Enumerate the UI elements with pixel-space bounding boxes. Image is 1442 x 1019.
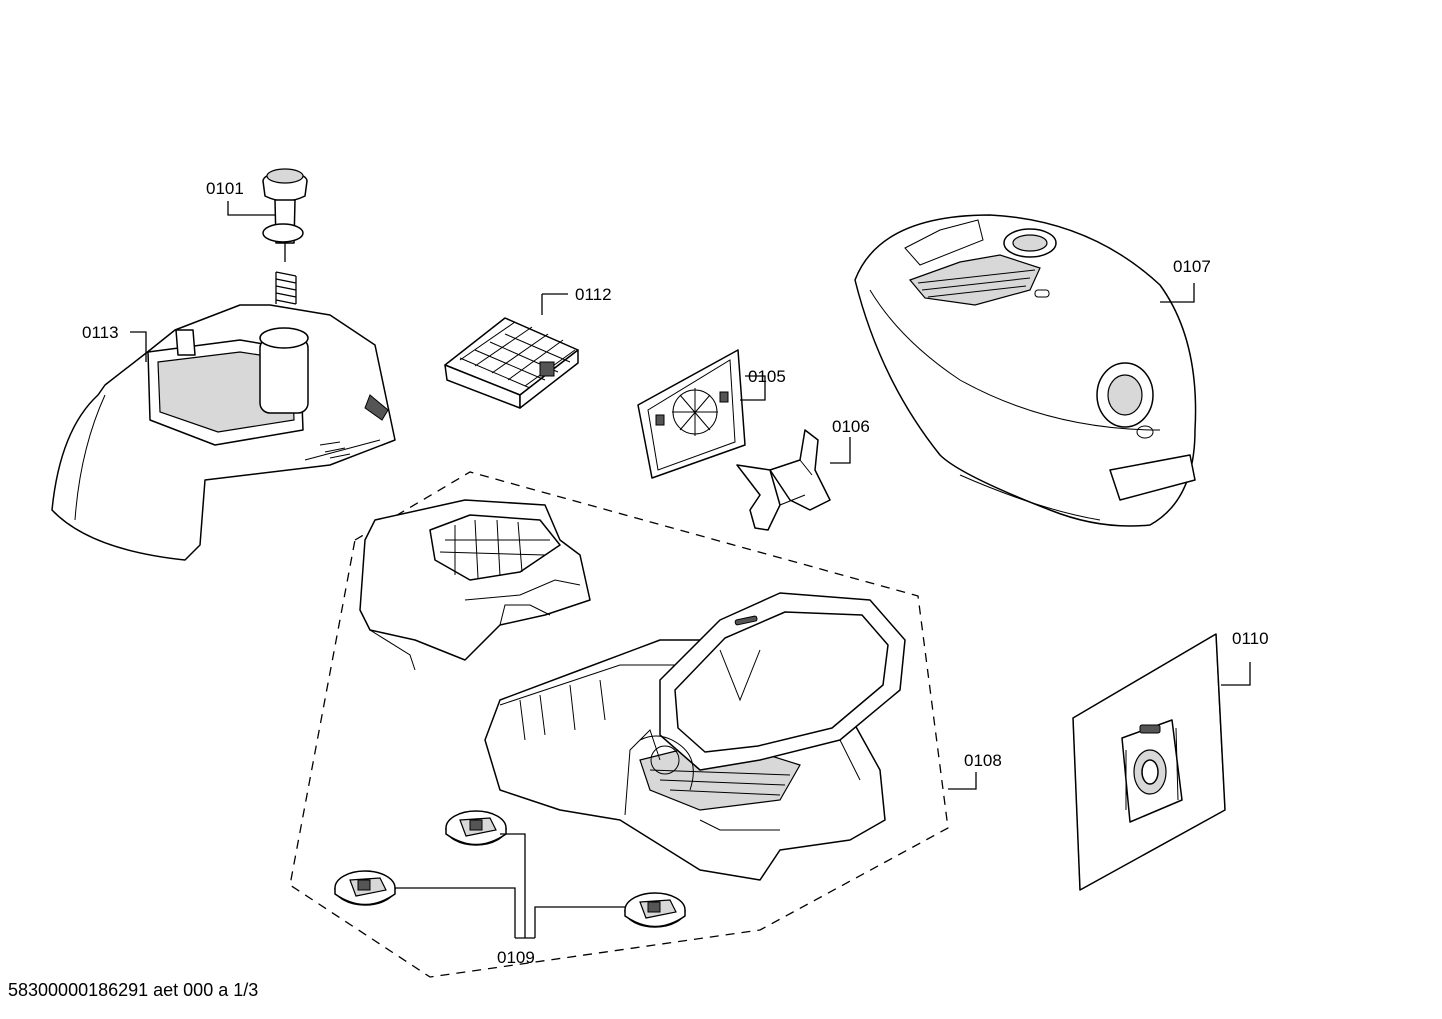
part-0109-foot-2[interactable] xyxy=(334,870,396,906)
drawing-code: 58300000186291 aet 000 a 1/3 xyxy=(8,980,259,1000)
leader-0101 xyxy=(227,201,276,216)
leader-0107 xyxy=(1160,283,1195,303)
part-0112-filter[interactable] xyxy=(444,317,579,409)
leader-0110 xyxy=(1221,662,1251,686)
part-0109-foot-1[interactable] xyxy=(445,810,507,846)
leader-0112 xyxy=(541,293,568,315)
label-0108: 0108 xyxy=(964,751,1002,770)
part-0110-dustbag[interactable] xyxy=(1072,633,1226,891)
leader-0108 xyxy=(948,772,977,790)
label-0110: 0110 xyxy=(1232,629,1269,648)
group-0108-outline xyxy=(289,471,949,978)
leader-0109 xyxy=(395,833,625,939)
label-0107: 0107 xyxy=(1173,257,1211,276)
part-0109-foot-3[interactable] xyxy=(624,892,686,928)
part-0101-knob[interactable] xyxy=(262,168,308,305)
part-0113-housing[interactable] xyxy=(51,304,396,561)
label-0113: 0113 xyxy=(82,323,119,342)
label-0101: 0101 xyxy=(206,179,244,198)
part-0108-assembly[interactable] xyxy=(359,499,906,881)
leader-0106 xyxy=(830,437,851,464)
leader-0105 xyxy=(740,375,766,401)
leader-0113 xyxy=(130,331,147,362)
part-0107-cover[interactable] xyxy=(854,214,1197,527)
label-0105: 0105 xyxy=(748,367,786,386)
label-0109: 0109 xyxy=(497,948,535,967)
label-0112: 0112 xyxy=(575,285,612,304)
part-0106-clip[interactable] xyxy=(736,429,831,531)
label-0106: 0106 xyxy=(832,417,870,436)
part-0105-grille[interactable] xyxy=(637,349,746,479)
